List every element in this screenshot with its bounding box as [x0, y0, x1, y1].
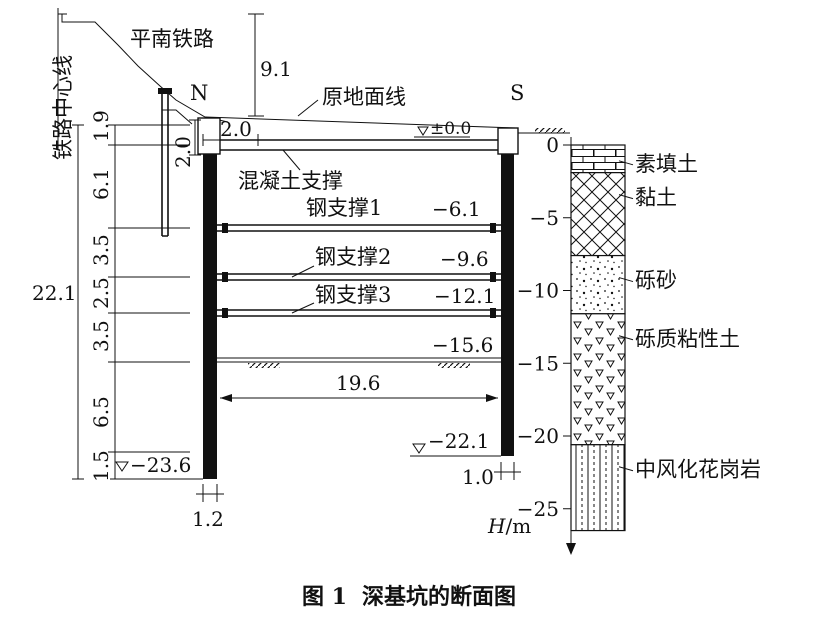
figure-caption: 图 1 深基坑的断面图 — [302, 584, 516, 610]
depth-axis: 0 −5 −10 −15 −20 −25 — [517, 133, 576, 555]
depth-axis-tick-label: −10 — [517, 279, 559, 303]
svg-text:3.5: 3.5 — [89, 320, 113, 352]
dim-2-0-side: 2.0 — [171, 119, 201, 168]
soil-layer-3 — [570, 254, 626, 315]
depth-axis-tick-label: −25 — [517, 497, 559, 521]
svg-text:±0.0: ±0.0 — [430, 119, 471, 139]
steel-strut-2: 钢支撑2 −9.6 — [217, 245, 501, 282]
north-diaphragm-wall — [203, 154, 217, 479]
soil-layer-leader — [618, 194, 634, 200]
svg-text:2.0: 2.0 — [171, 136, 195, 168]
depth-axis-tick-label: −5 — [530, 206, 559, 230]
soil-layer-leader — [618, 277, 634, 283]
steel-strut-1: 钢支撑1 −6.1 — [217, 196, 501, 233]
svg-text:6.1: 6.1 — [89, 168, 113, 200]
soil-layer-label: 砾砂 — [635, 269, 677, 293]
svg-text:2.5: 2.5 — [89, 277, 113, 309]
soil-layer-1 — [570, 144, 626, 174]
railway-centerline: 铁路中心线 — [51, 8, 75, 160]
soil-layer-label: 黏土 — [635, 186, 677, 210]
depth-axis-tick-label: 0 — [546, 133, 559, 157]
svg-text:钢支撑1: 钢支撑1 — [306, 196, 382, 220]
level-strut-1: −6.1 — [432, 197, 481, 221]
railway-centerline-label: 铁路中心线 — [51, 55, 75, 160]
caption-title: 深基坑的断面图 — [362, 584, 516, 610]
soil-layer-label: 素填土 — [635, 152, 698, 176]
concrete-support-label: 混凝土支撑 — [238, 169, 343, 193]
soil-layer-leader — [618, 335, 634, 341]
ground-line-label: 原地面线 — [322, 85, 406, 109]
dim-9-1: 9.1 — [248, 13, 292, 117]
svg-text:22.1: 22.1 — [32, 281, 77, 305]
soil-layer-5 — [570, 444, 626, 532]
railway-support-pile — [158, 88, 193, 237]
dim-2-0-top: 2.0 — [202, 117, 259, 146]
railway-label: 平南铁路 — [130, 27, 214, 51]
south-toe-marker: −22.1 — [410, 429, 501, 457]
soil-layer-leader — [618, 466, 634, 472]
soil-layer-4 — [570, 313, 626, 446]
steel-strut-3: 钢支撑3 −12.1 — [217, 283, 501, 318]
depth-axis-tick-label: −15 — [517, 351, 559, 375]
dim-1-2: 1.2 — [192, 484, 224, 531]
svg-text:−23.6: −23.6 — [130, 453, 191, 477]
ground-line: 原地面线 — [204, 85, 570, 134]
svg-text:钢支撑3: 钢支撑3 — [315, 283, 391, 307]
svg-text:2.0: 2.0 — [220, 117, 252, 141]
svg-text:1.9: 1.9 — [89, 110, 113, 142]
axis-unit-label: H/m — [487, 514, 531, 538]
north-toe-marker: −23.6 — [110, 453, 203, 480]
svg-text:钢支撑2: 钢支撑2 — [315, 245, 391, 269]
svg-text:3.5: 3.5 — [89, 234, 113, 266]
svg-text:19.6: 19.6 — [336, 371, 381, 395]
soil-layer-label: 砾质粘性土 — [635, 327, 740, 351]
ground-level-marker: ±0.0 — [414, 119, 471, 139]
soil-layer-2 — [570, 172, 626, 257]
level-strut-2: −9.6 — [440, 247, 489, 271]
svg-text:1.5: 1.5 — [89, 450, 113, 482]
svg-text:1.0: 1.0 — [462, 465, 494, 489]
soil-layer-label: 中风化花岗岩 — [635, 458, 761, 482]
svg-text:−22.1: −22.1 — [428, 429, 489, 453]
level-strut-3: −12.1 — [434, 284, 495, 308]
south-diaphragm-wall — [501, 154, 514, 456]
caption-number: 图 1 — [302, 584, 347, 610]
svg-text:6.5: 6.5 — [89, 396, 113, 428]
svg-text:9.1: 9.1 — [260, 57, 292, 81]
dim-19-6: 19.6 — [220, 371, 498, 402]
level-pit-bottom: −15.6 — [432, 333, 493, 357]
svg-text:1.2: 1.2 — [192, 507, 224, 531]
left-depth-dimensions: 1.9 6.1 3.5 2.5 3.5 6.5 1.5 22.1 — [32, 110, 190, 482]
south-label: S — [510, 81, 524, 105]
pit-bottom: −15.6 — [217, 333, 501, 368]
dim-1-0: 1.0 — [462, 462, 521, 489]
soil-layer-leader — [618, 160, 634, 166]
depth-axis-tick-label: −20 — [517, 424, 559, 448]
north-label: N — [190, 81, 208, 105]
